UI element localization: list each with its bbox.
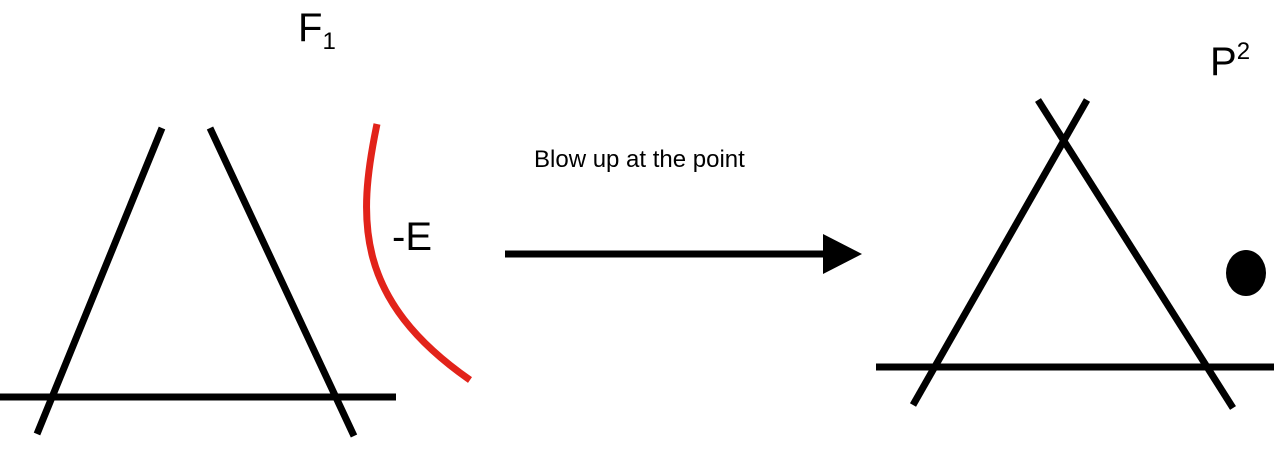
blow-up-arrow [505, 234, 862, 274]
right-triangle-left-line [909, 98, 1091, 407]
arrow-head [823, 234, 862, 274]
exceptional-curve [363, 123, 473, 383]
left-triangle [0, 126, 396, 438]
left-title-main: F [298, 6, 323, 50]
right-triangle [876, 98, 1274, 410]
left-triangle-right-line [206, 126, 358, 438]
right-title: P2 [1210, 38, 1250, 85]
arrow-label: Blow up at the point [534, 146, 745, 173]
right-title-main: P [1210, 40, 1237, 84]
blown-up-point [1226, 250, 1266, 296]
left-title: F1 [298, 6, 336, 56]
right-title-superscript: 2 [1236, 38, 1251, 65]
exceptional-curve-label: -E [392, 215, 432, 259]
left-triangle-left-line [33, 126, 166, 436]
left-title-subscript: 1 [322, 28, 336, 55]
right-triangle-right-line [1035, 98, 1236, 410]
